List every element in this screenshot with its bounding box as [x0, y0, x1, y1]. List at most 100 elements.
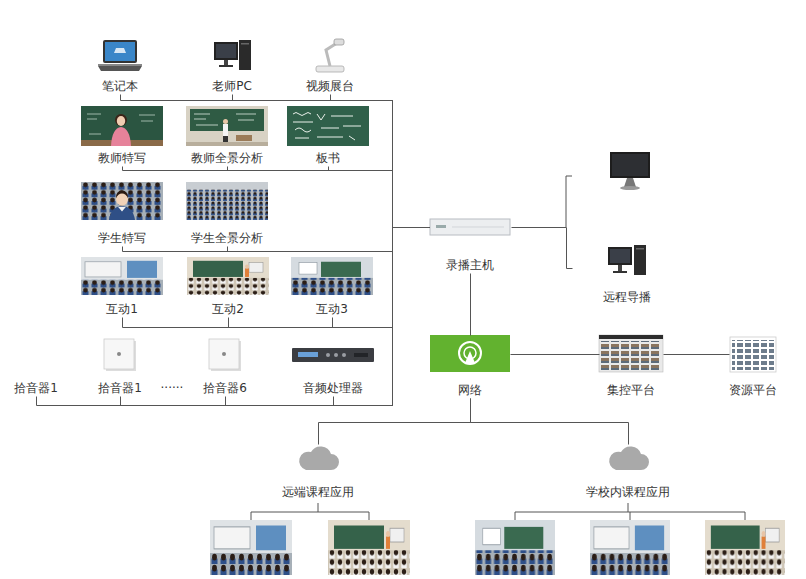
teacher-closeup-photo — [81, 106, 163, 146]
student-closeup-photo — [81, 182, 163, 220]
icon-slot — [292, 338, 374, 372]
branch-line — [515, 503, 745, 520]
course-photo — [590, 520, 670, 575]
audio-processor-icon-part — [334, 353, 338, 357]
icon-slot — [208, 338, 242, 372]
monitor-icon-part — [610, 152, 650, 178]
network-icon-part — [459, 342, 481, 364]
icon-node: 互动2 — [187, 257, 269, 317]
pc-icon-part — [608, 247, 632, 265]
icon-slot — [730, 335, 776, 372]
connector — [228, 167, 430, 228]
icon-slot — [97, 38, 143, 74]
connector — [470, 274, 471, 336]
node-label: 拾音器6 — [203, 380, 247, 396]
icon-node: 远端课程应用 — [282, 444, 354, 500]
connector — [334, 228, 430, 406]
course-photo — [210, 520, 292, 575]
node-label: 音频处理器 — [303, 380, 363, 396]
visualizer-icon-part — [334, 39, 344, 45]
interaction-photo — [291, 257, 373, 295]
icon-slot — [212, 38, 252, 74]
icon-node: 远程导播 — [572, 243, 682, 305]
pc-icon-part — [241, 43, 249, 45]
audio-processor-icon-part — [298, 352, 318, 357]
node-label: 学校内课程应用 — [586, 484, 670, 500]
pc-icon-part — [636, 248, 644, 250]
icon-slot — [313, 38, 347, 74]
pc-icon-part — [239, 40, 251, 70]
connector — [471, 399, 629, 445]
icon-node: 板书 — [287, 106, 369, 166]
connector — [664, 354, 730, 355]
node-label: 录播主机 — [446, 257, 494, 273]
course-photo — [475, 520, 555, 575]
icon-slot — [599, 335, 663, 372]
node-label: 远端课程应用 — [282, 484, 354, 500]
monitor-icon-part — [620, 186, 640, 190]
bracket-line — [566, 176, 572, 227]
network-icon-part — [430, 335, 510, 372]
connector — [123, 228, 430, 328]
network-icon — [430, 335, 510, 372]
connector — [121, 95, 430, 228]
icon-slot — [186, 106, 268, 146]
icon-node: 学校内课程应用 — [586, 444, 670, 500]
icon-node: 视频展台 — [306, 38, 354, 94]
ellipsis-label: ······ — [161, 380, 184, 396]
icon-node: 拾音器1 — [98, 338, 142, 396]
branch-line — [251, 503, 369, 520]
icon-node: 拾音器6 — [203, 338, 247, 396]
icon-slot — [291, 257, 373, 295]
microphone-icon — [104, 339, 136, 371]
icon-slot — [430, 335, 510, 372]
monitor-icon-part — [612, 154, 648, 176]
node-label: 老师PC — [212, 78, 252, 94]
connector — [226, 228, 430, 406]
connector — [331, 95, 430, 228]
node-label: 教师全景分析 — [191, 150, 263, 166]
icon-node: 互动3 — [291, 257, 373, 317]
interaction-photo — [187, 257, 269, 295]
control-platform-screenshot-part — [599, 335, 663, 372]
icon-node: 老师PC — [212, 38, 252, 94]
icon-node: 学生特写 — [81, 182, 163, 246]
node-label: 互动1 — [106, 301, 138, 317]
icon-node: 教师特写 — [81, 106, 163, 166]
pc-icon-part — [634, 245, 646, 275]
pc-icon-part — [219, 65, 233, 67]
recorder-host-icon-part — [436, 225, 446, 228]
node-label: 学生全景分析 — [191, 230, 263, 246]
icon-node: 音频处理器 — [292, 338, 374, 396]
icon-node: 网络 — [430, 335, 510, 398]
connector — [123, 228, 430, 252]
cloud-icon — [609, 446, 649, 470]
icon-node: 教师全景分析 — [186, 106, 268, 166]
pc-icon-part — [610, 249, 630, 263]
icon-slot — [81, 257, 163, 295]
visualizer-icon-part — [326, 43, 337, 66]
audio-processor-icon-part — [354, 353, 368, 357]
control-platform-screenshot — [599, 335, 663, 372]
pc-icon-part — [613, 271, 627, 273]
node-label: 板书 — [316, 150, 340, 166]
node-label: 学生特写 — [98, 230, 146, 246]
connector — [512, 228, 573, 269]
icon-slot — [187, 257, 269, 295]
connector — [37, 228, 430, 406]
node-label: 互动3 — [316, 301, 348, 317]
icon-node: 集控平台 — [599, 335, 663, 398]
icon-node: 笔记本 — [97, 38, 143, 94]
node-label: 教师特写 — [98, 150, 146, 166]
icon-slot — [103, 338, 137, 372]
pc-icon-part — [224, 60, 228, 65]
monitor-icon-part — [624, 178, 636, 187]
microphone-icon-part — [209, 339, 239, 369]
connector — [319, 399, 471, 445]
icon-slot — [296, 444, 340, 472]
blackboard-photo — [287, 106, 369, 146]
pc-icon-part — [216, 44, 236, 58]
connector — [511, 354, 600, 355]
node-label: 互动2 — [212, 301, 244, 317]
